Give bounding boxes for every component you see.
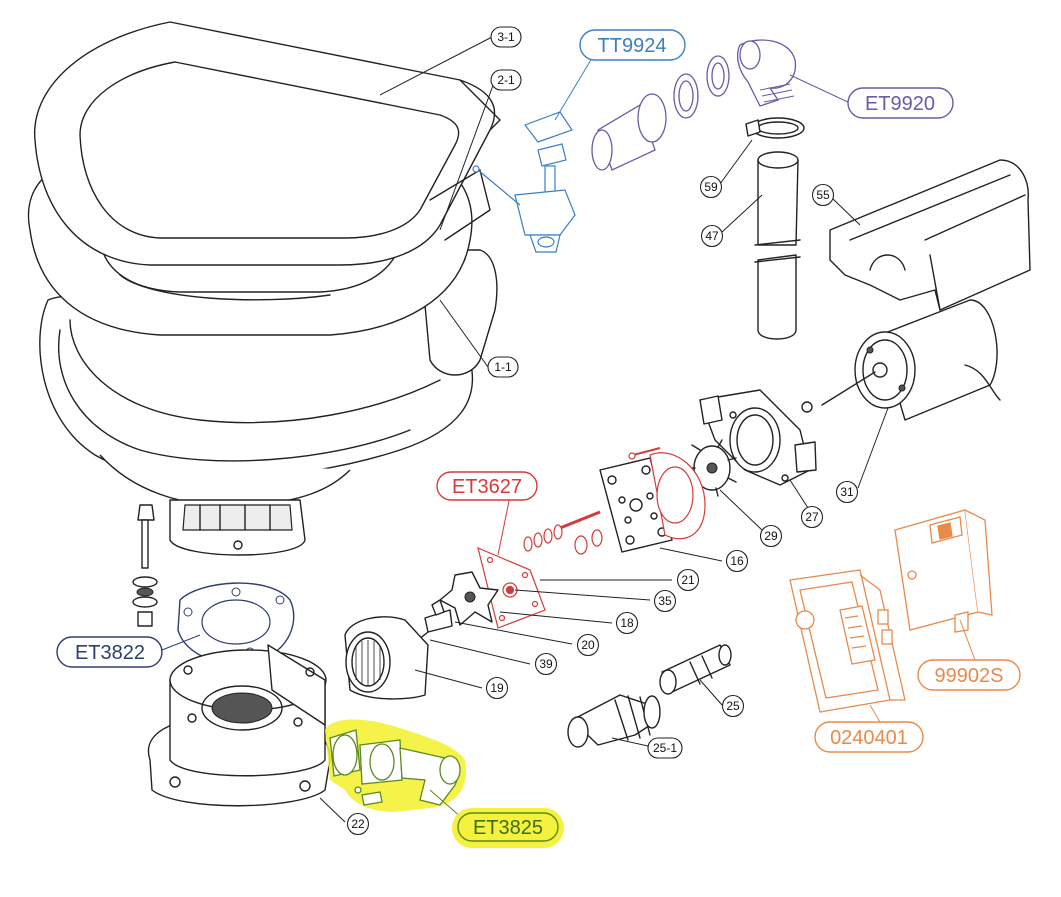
callout-number: 55 [816, 188, 830, 202]
toilet-bowl-icon [27, 21, 501, 627]
callout-number: 2-1 [497, 73, 515, 87]
kit-99902s-code: 99902S [935, 665, 1004, 687]
part-callout-p27: 27 [800, 505, 824, 529]
part-callout-p16: 16 [725, 549, 749, 573]
flush-lever-kit-icon [472, 111, 576, 253]
part-callout-p20: 20 [576, 633, 600, 657]
pump-housing-icon [699, 389, 817, 486]
part-callouts: 3-1 2-1 1-1 59 47 55 31 27 29 16 21 35 18 20 39 19 25 25-… [346, 26, 859, 836]
part-callout-p31: 31 [835, 480, 859, 504]
callout-number: 29 [764, 529, 778, 543]
switch-panel-icon [894, 509, 993, 633]
part-callout-p25: 25 [721, 694, 745, 718]
callout-bubble [721, 694, 745, 718]
part-callout-p47: 47 [700, 224, 724, 248]
kit-et9920-label: ET9920 [847, 87, 954, 119]
pump-base-icon [147, 644, 331, 807]
callout-number: 21 [681, 573, 695, 587]
hose-fitting-icon [659, 644, 732, 695]
kit-tt9924-label: TT9924 [579, 29, 686, 61]
callout-number: 3-1 [497, 30, 515, 44]
callout-number: 35 [658, 594, 672, 608]
callout-bubble [534, 652, 558, 676]
motor-icon [821, 299, 1001, 421]
callout-bubble [800, 505, 824, 529]
part-callout-p55: 55 [811, 183, 835, 207]
callout-bubble [759, 524, 783, 548]
hose-adapter-icon [567, 694, 661, 748]
pump-seal-kit-icon [477, 447, 706, 629]
kit-et3825-code: ET3825 [473, 817, 543, 839]
callout-bubble [699, 175, 723, 199]
callout-bubble [487, 356, 519, 378]
elbow-fitting-kit-icon [591, 39, 797, 171]
kit-tt9924-code: TT9924 [598, 35, 667, 57]
callout-number: 18 [620, 616, 634, 630]
callout-number: 22 [351, 817, 365, 831]
callout-number: 27 [805, 510, 819, 524]
cutter-housing-icon [344, 616, 429, 700]
callout-bubble [576, 633, 600, 657]
callout-number: 19 [490, 681, 504, 695]
callout-bubble [615, 611, 639, 635]
callout-number: 1-1 [494, 360, 512, 374]
part-callout-p25_1: 25-1 [647, 737, 683, 759]
leader-lines [161, 36, 976, 823]
callout-bubble [700, 224, 724, 248]
callout-bubble [485, 676, 509, 700]
part-callout-p21: 21 [676, 568, 700, 592]
callout-number: 31 [840, 485, 854, 499]
kit-et3627-code: ET3627 [452, 476, 522, 498]
callout-bubble [490, 69, 522, 91]
callout-number: 25 [726, 699, 740, 713]
kit-et3822-code: ET3822 [75, 642, 145, 664]
callout-bubble [725, 549, 749, 573]
wear-plate-icon [599, 457, 673, 553]
part-callout-p19: 19 [485, 676, 509, 700]
callout-number: 47 [705, 229, 719, 243]
callout-number: 25-1 [653, 741, 677, 755]
part-callout-p18: 18 [615, 611, 639, 635]
part-callout-p39: 39 [534, 652, 558, 676]
callout-bubble [676, 568, 700, 592]
callout-number: 59 [704, 180, 718, 194]
callout-bubble [653, 589, 677, 613]
control-panel-icon [789, 569, 906, 713]
part-callout-p2_1: 2-1 [490, 69, 522, 91]
hose-icon [754, 151, 801, 340]
macerator-blade-icon [417, 571, 499, 641]
part-callout-p59: 59 [699, 175, 723, 199]
kit-et3822-label: ET3822 [56, 636, 163, 668]
callout-bubble [490, 26, 522, 48]
base-gasket-kit-icon [177, 582, 295, 664]
part-callout-p3_1: 3-1 [490, 26, 522, 48]
impeller-icon [687, 439, 737, 497]
discharge-elbow-kit-icon [325, 719, 466, 812]
hose-clamp-icon [745, 117, 805, 139]
callout-bubble [647, 737, 683, 759]
callout-bubble [835, 480, 859, 504]
callout-number: 39 [539, 657, 553, 671]
callout-bubble [811, 183, 835, 207]
kit-99902s-label: 99902S [917, 659, 1021, 691]
kit-0240401-label: 0240401 [814, 721, 924, 753]
callout-bubble [346, 812, 370, 836]
kit-et3627-label: ET3627 [436, 471, 538, 501]
kit-et3825-label: ET3825 [452, 808, 564, 848]
kit-et9920-code: ET9920 [865, 93, 935, 115]
motor-cover-icon [829, 159, 1031, 311]
part-callout-p29: 29 [759, 524, 783, 548]
callout-number: 16 [730, 554, 744, 568]
part-callout-p22: 22 [346, 812, 370, 836]
part-callout-p35: 35 [653, 589, 677, 613]
callout-number: 20 [581, 638, 595, 652]
part-callout-p1_1: 1-1 [487, 356, 519, 378]
kit-0240401-code: 0240401 [830, 727, 908, 749]
